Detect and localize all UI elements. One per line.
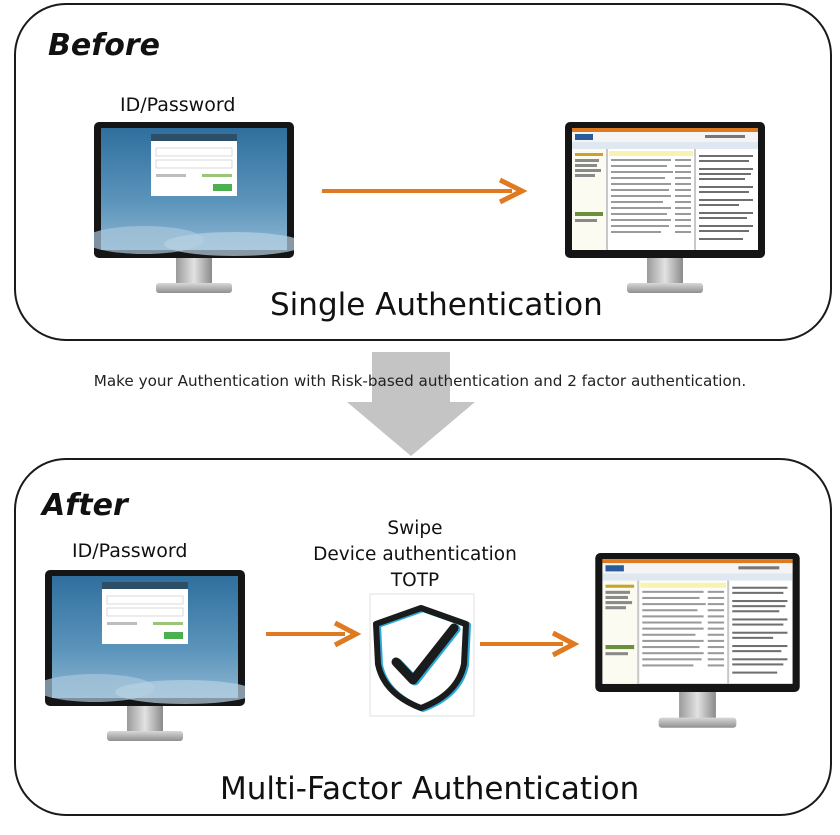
after-login-label: ID/Password (72, 540, 188, 562)
factor-swipe: Swipe (387, 518, 443, 539)
shield-check-icon (369, 593, 475, 717)
auth-factors-list: Swipe Device authentication TOTP (290, 516, 540, 594)
login-monitor-icon (94, 122, 294, 294)
arrow-right-icon (480, 630, 580, 658)
webmail-monitor-icon (565, 122, 765, 293)
before-login-label: ID/Password (120, 94, 236, 116)
factor-device-authentication: Device authentication (313, 544, 517, 565)
factor-totp: TOTP (390, 570, 440, 591)
webmail-monitor-icon (595, 553, 800, 728)
arrow-right-icon (266, 620, 362, 648)
before-result-caption: Single Authentication (270, 287, 603, 323)
after-heading: After (42, 488, 128, 523)
arrow-down-icon (347, 352, 475, 456)
arrow-right-icon (322, 177, 528, 205)
transition-text: Make your Authentication with Risk-based… (93, 372, 747, 390)
login-monitor-icon (45, 570, 245, 742)
before-heading: Before (48, 28, 161, 63)
after-result-caption: Multi-Factor Authentication (220, 771, 640, 807)
